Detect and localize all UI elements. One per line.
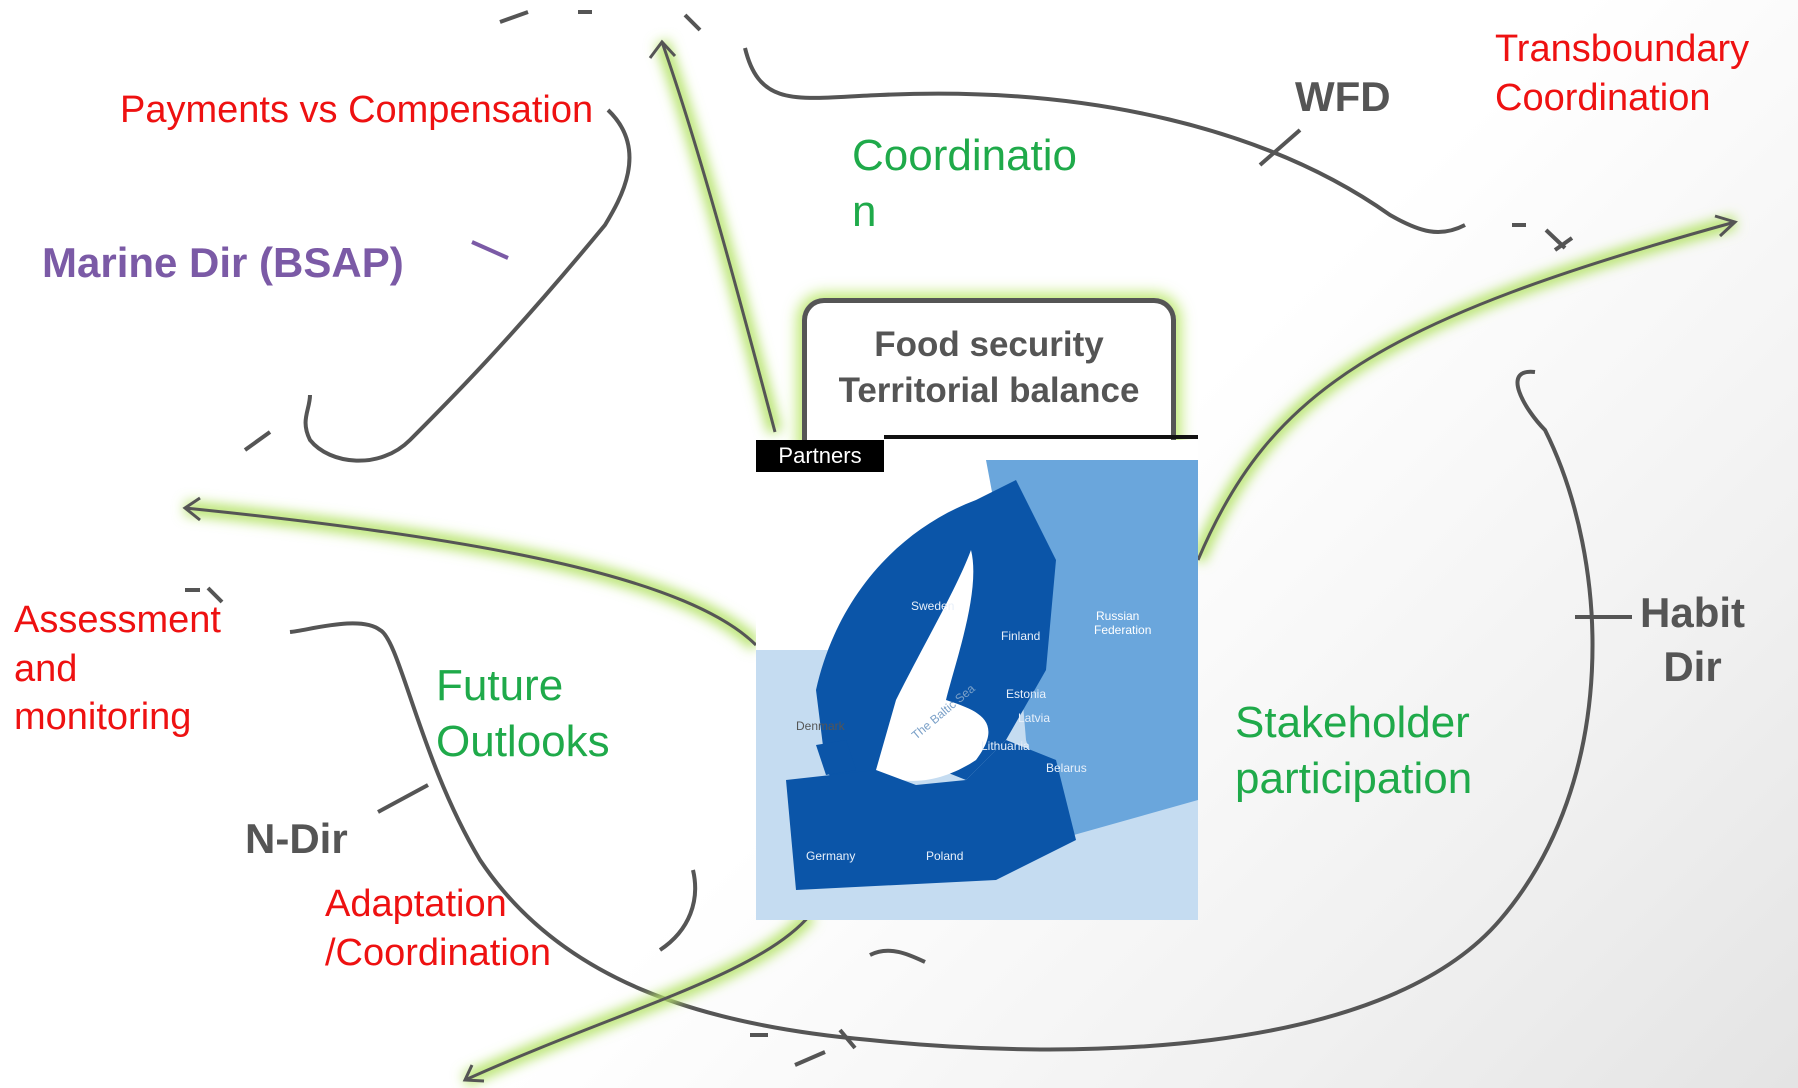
adaptation-line-2: /Coordination <box>325 931 552 974</box>
map-label-finland: Finland <box>1001 629 1040 643</box>
transboundary-line-1: Transboundary <box>1495 28 1750 70</box>
map-baltic-sea <box>876 550 989 781</box>
map-top-rule <box>884 435 1198 439</box>
territorial-balance-label: Territorial balance <box>838 370 1140 410</box>
n-dir-label: N-Dir <box>245 815 348 862</box>
stakeholder-line-1: Stakeholder <box>1235 698 1470 747</box>
ndir-leader <box>377 783 429 814</box>
assessment-label: Assessment and monitoring <box>14 596 221 742</box>
coordination-line-2: n <box>852 187 877 237</box>
map-south <box>786 740 1076 890</box>
map-label-belarus: Belarus <box>1046 761 1087 775</box>
map-label-sweden: Sweden <box>911 599 954 613</box>
map-label-denmark: Denmark <box>796 719 846 733</box>
habit-dir-label: Habit Dir <box>1640 586 1745 694</box>
future-line-1: Future <box>436 661 564 710</box>
stakeholder-label: Stakeholder participation <box>1235 695 1472 808</box>
wfd-label: WFD <box>1295 73 1391 120</box>
marine-leader <box>471 240 509 260</box>
tick-marks <box>185 10 1574 1067</box>
coordination-label: Coordinatio n <box>852 128 1077 241</box>
main-loop-curve <box>743 47 1466 234</box>
assessment-line-3: monitoring <box>14 696 192 739</box>
arrow-up <box>648 39 782 434</box>
habit-line-1: Habit <box>1640 589 1745 636</box>
arrow-up-right <box>1191 214 1738 563</box>
wfd-leader <box>1258 128 1302 167</box>
right-loop-curve <box>289 369 1595 1052</box>
baltic-map: Partners Sweden Finland Russian Federati… <box>756 440 1198 920</box>
center-box <box>802 298 1176 448</box>
arrow-down-left <box>462 910 816 1087</box>
adaptation-line-1: Adaptation <box>325 883 507 925</box>
adaptation-label: Adaptation /Coordination <box>325 880 551 977</box>
marine-dir-label: Marine Dir (BSAP) <box>42 239 404 286</box>
map-label-poland: Poland <box>926 849 963 863</box>
coordination-line-1: Coordinatio <box>852 131 1078 180</box>
upper-left-loop-curve <box>303 108 632 463</box>
transboundary-line-2: Coordination <box>1495 76 1711 119</box>
future-outlooks-label: Future Outlooks <box>436 658 610 771</box>
center-box-text: Food security Territorial balance <box>802 322 1176 413</box>
habit-line-2: Dir <box>1663 642 1722 690</box>
map-label-latvia: Latvia <box>1018 711 1050 725</box>
map-label-germany: Germany <box>806 849 855 863</box>
assessment-line-2: and <box>14 647 78 690</box>
future-line-2: Outlooks <box>436 717 610 767</box>
arrow-left <box>182 496 761 651</box>
map-partners-header: Partners <box>778 443 861 468</box>
map-label-federation: Federation <box>1094 623 1151 637</box>
map-label-estonia: Estonia <box>1006 687 1046 701</box>
transboundary-label: Transboundary Coordination <box>1495 25 1749 122</box>
assessment-line-1: Assessment <box>14 599 221 641</box>
payments-label: Payments vs Compensation <box>120 89 594 131</box>
stakeholder-line-2: participation <box>1235 754 1473 804</box>
map-label-russia: Russian <box>1096 609 1139 623</box>
food-security-label: Food security <box>874 325 1104 364</box>
map-label-lithuania: Lithuania <box>981 739 1030 753</box>
map-denmark <box>816 740 856 775</box>
